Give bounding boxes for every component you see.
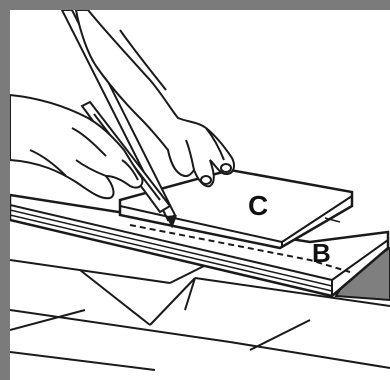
flooring-illustration: B C bbox=[10, 10, 390, 380]
plank-c-label: C bbox=[248, 190, 268, 221]
plank-b-label: B bbox=[312, 238, 331, 268]
illustration-panel: B C bbox=[10, 10, 390, 380]
